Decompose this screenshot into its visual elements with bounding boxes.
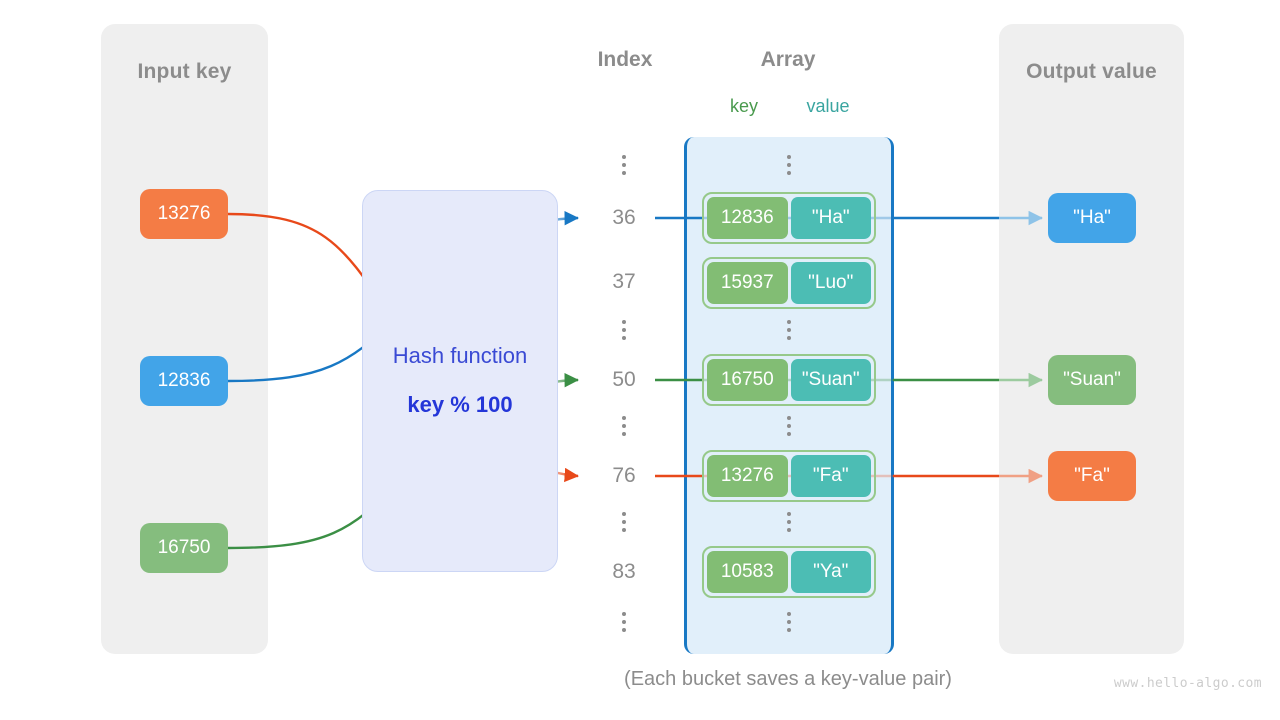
input-key-panel-title: Input key [137,60,232,83]
bucket-key: 16750 [707,359,788,401]
output-value-chip-ha[interactable]: "Ha" [1048,193,1136,243]
bucket-key: 12836 [707,197,788,239]
bucket-83[interactable]: 10583 "Ya" [702,546,876,598]
index-ellipsis-bottom [617,612,631,636]
bucket-value: "Ya" [790,551,871,593]
bucket-76[interactable]: 13276 "Fa" [702,450,876,502]
index-ellipsis-mid3 [617,512,631,536]
index-ellipsis-top [617,155,631,179]
index-label-50: 50 [612,368,636,391]
hash-function-formula: key % 100 [407,392,513,417]
array-ellipsis-mid1 [782,320,796,344]
bucket-37[interactable]: 15937 "Luo" [702,257,876,309]
bucket-50[interactable]: 16750 "Suan" [702,354,876,406]
input-key-chip-13276[interactable]: 13276 [140,189,228,239]
index-label-36: 36 [612,206,636,229]
index-label-37: 37 [612,270,636,293]
output-value-chip-suan[interactable]: "Suan" [1048,355,1136,405]
input-key-label: 12836 [157,370,211,391]
index-ellipsis-mid2 [617,416,631,440]
input-key-chip-12836[interactable]: 12836 [140,356,228,406]
hash-function-title: Hash function [392,343,528,368]
input-key-chip-16750[interactable]: 16750 [140,523,228,573]
index-column-header: Index [597,48,653,71]
key-subheader: key [729,96,758,116]
array-ellipsis-mid2 [782,416,796,440]
diagram-caption: (Each bucket saves a key-value pair) [624,668,952,690]
input-key-label: 13276 [157,203,211,224]
array-ellipsis-mid3 [782,512,796,536]
hash-function-box [362,190,558,572]
bucket-key: 10583 [707,551,788,593]
output-value-panel-title: Output value [1026,60,1157,83]
array-ellipsis-top [782,155,796,179]
output-value-label: "Ha" [1073,207,1111,228]
bucket-key: 13276 [707,455,788,497]
site-watermark: www.hello-algo.com [1113,676,1262,691]
index-label-76: 76 [612,464,636,487]
output-value-chip-fa[interactable]: "Fa" [1048,451,1136,501]
array-ellipsis-bottom [782,612,796,636]
bucket-key: 15937 [707,262,788,304]
output-value-panel: Output value [999,24,1184,654]
bucket-value: "Fa" [790,455,871,497]
bucket-value: "Suan" [790,359,871,401]
bucket-value: "Ha" [790,197,871,239]
index-label-83: 83 [612,560,636,583]
output-value-label: "Suan" [1063,369,1121,390]
array-column-header: Array [760,48,816,71]
value-subheader: value [806,96,850,116]
bucket-value: "Luo" [790,262,871,304]
output-value-label: "Fa" [1074,465,1110,486]
input-key-label: 16750 [157,537,211,558]
bucket-36[interactable]: 12836 "Ha" [702,192,876,244]
index-ellipsis-mid1 [617,320,631,344]
